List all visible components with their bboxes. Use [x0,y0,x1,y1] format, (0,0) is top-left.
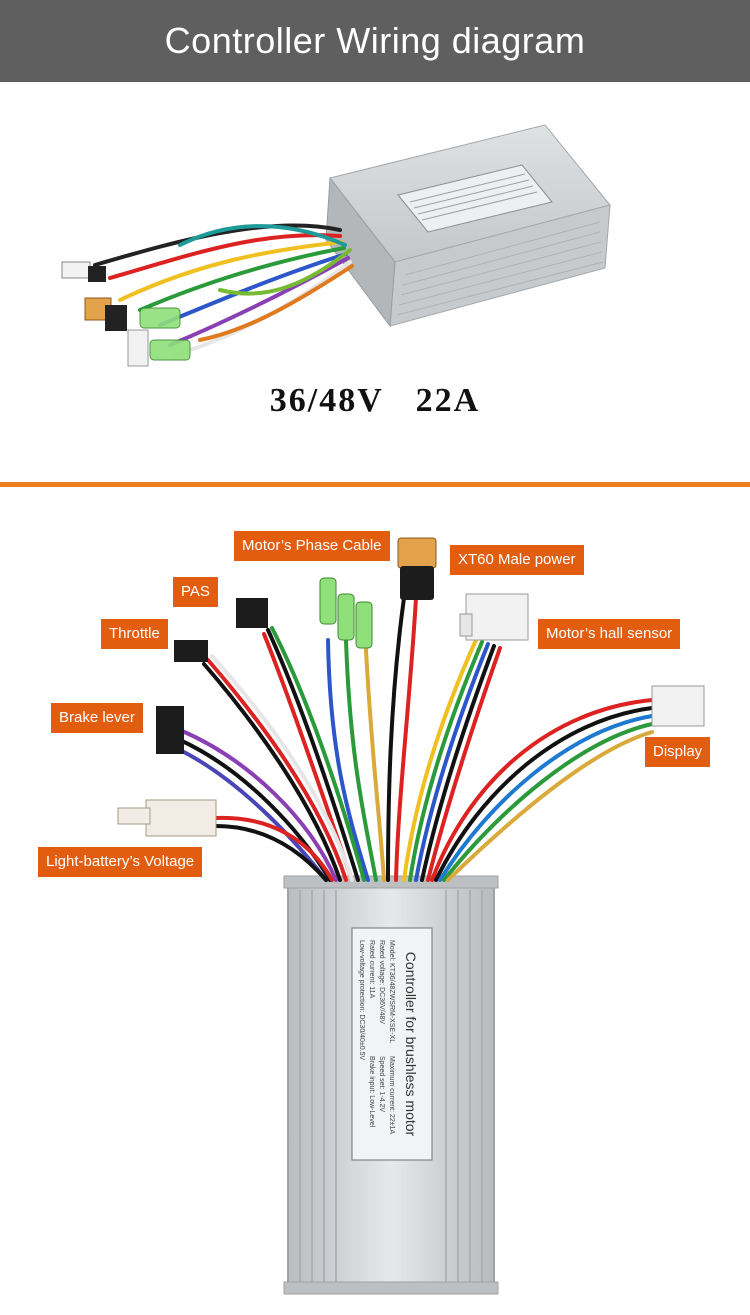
wire-bundle [178,596,654,882]
nameplate-row: Model: KT36/48ZWSRM-XSE-XL [388,940,395,1043]
nameplate-row: Brake input: Low-Level [368,1056,375,1128]
nameplate-row: Rated current: 11A [368,940,375,999]
controller-box: Controller for brushless motor Model: KT… [283,875,499,1295]
connectors [117,537,705,837]
product-photo [61,124,611,367]
label-motor-phase-cable: Motor’s Phase Cable [234,531,390,561]
label-brake-lever: Brake lever [51,703,143,733]
nameplate-row: Maximum current: 22±1A [388,1056,395,1134]
nameplate-row: Speed set: 1-4.2V [378,1056,385,1112]
header-bar: Controller Wiring diagram [0,0,750,82]
product-spec: 36/48V 22A [269,382,481,419]
label-throttle: Throttle [101,619,168,649]
label-xt60-power: XT60 Male power [450,545,584,575]
nameplate-row: Low-voltage protection: DC30/40±0.5V [358,940,365,1061]
page-title: Controller Wiring diagram [164,20,586,61]
section-divider [0,482,750,487]
label-hall-sensor: Motor’s hall sensor [538,619,681,649]
label-display: Display [645,737,711,767]
nameplate-row: Rated voltage: DC36V/48V [378,940,385,1024]
nameplate-title: Controller for brushless motor [403,952,419,1137]
label-light-battery-voltage: Light-battery’s Voltage [38,847,203,877]
label-pas: PAS [173,577,218,607]
